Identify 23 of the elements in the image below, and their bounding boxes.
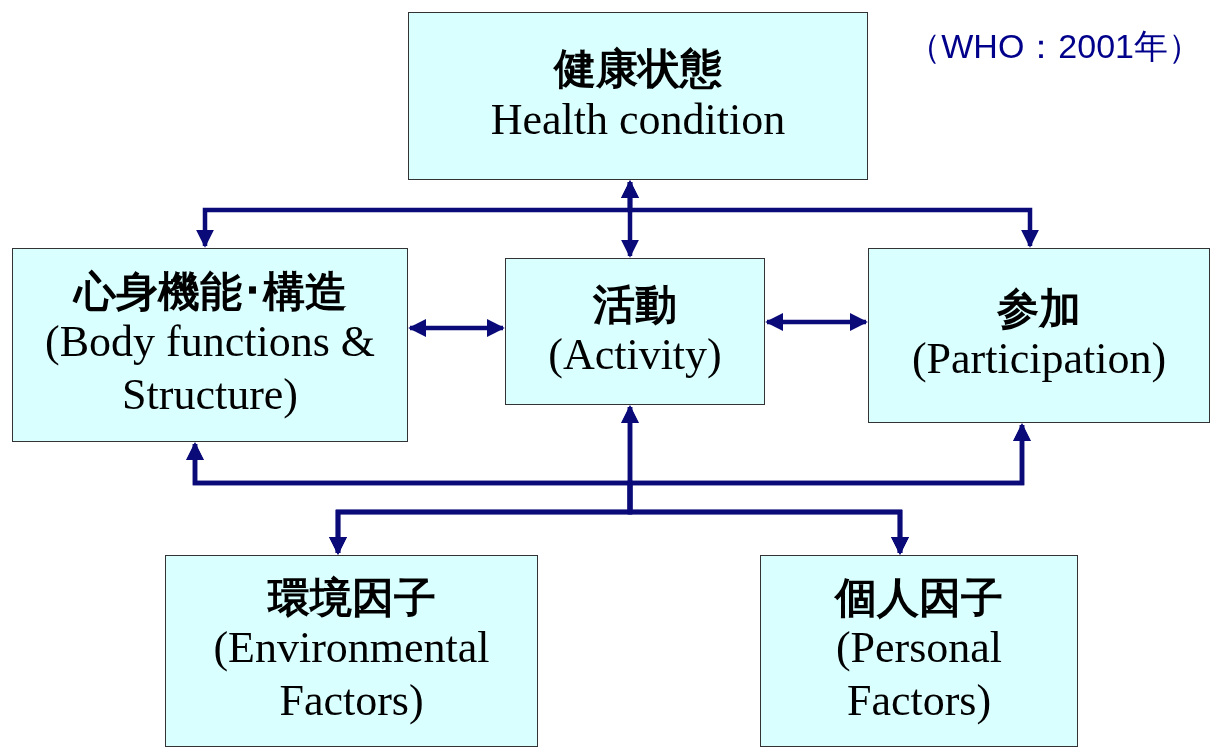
node-subtitle: (Body functions & Structure): [44, 316, 376, 422]
concept-box: [408, 12, 868, 180]
node-subtitle: Health condition: [490, 93, 786, 146]
arrow: [765, 313, 868, 331]
node-title: 環境因子: [267, 574, 436, 623]
concept-box: [868, 248, 1210, 423]
node-title: 心身機能･構造: [73, 268, 347, 317]
source-note: （WHO：2001年）: [907, 26, 1202, 67]
concept-box: [505, 258, 765, 405]
arrow: [627, 423, 1031, 555]
node-subtitle: (Environmental Factors): [212, 622, 491, 728]
arrow: [408, 319, 505, 337]
node-subtitle: (Activity): [548, 329, 722, 382]
node-subtitle: (Participation): [911, 333, 1167, 386]
concept-box: [12, 248, 408, 442]
node-subtitle: (Personal Factors): [834, 622, 1004, 728]
node-title: 個人因子: [835, 574, 1003, 623]
node-title: 健康状態: [554, 45, 722, 94]
node-title: 活動: [593, 280, 677, 330]
concept-box: [165, 555, 538, 747]
concept-box: [760, 555, 1078, 747]
arrow: [621, 180, 1039, 248]
node-title: 参加: [997, 284, 1081, 334]
